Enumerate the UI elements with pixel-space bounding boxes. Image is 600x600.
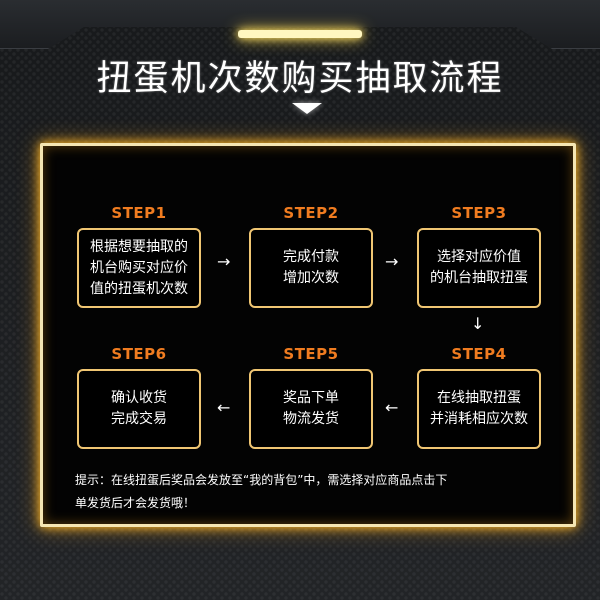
step-text-line: 根据想要抽取的 xyxy=(90,238,188,255)
step-label: STEP3 xyxy=(451,204,507,222)
step-2: STEP2 完成付款 增加次数 xyxy=(249,204,373,308)
step-text-line: 奖品下单 xyxy=(283,390,339,406)
down-triangle-icon xyxy=(292,103,322,114)
step-label: STEP6 xyxy=(111,345,167,363)
step-box: 在线抽取扭蛋 并消耗相应次数 xyxy=(417,369,541,449)
step-5: STEP5 奖品下单 物流发货 xyxy=(249,345,373,449)
page-title: 扭蛋机次数购买抽取流程 xyxy=(96,59,504,99)
step-label: STEP5 xyxy=(283,345,339,363)
tip-line: 提示：在线扭蛋后奖品会发放至“我的背包”中，需选择对应商品点击下 xyxy=(75,473,448,487)
arrow-left-icon: ← xyxy=(217,398,231,417)
step-text-line: 的机台抽取扭蛋 xyxy=(430,270,528,286)
step-text-line: 并消耗相应次数 xyxy=(430,411,528,427)
arrow-down-icon: ↓ xyxy=(471,314,485,333)
step-text-line: 在线抽取扭蛋 xyxy=(437,390,521,406)
step-box: 根据想要抽取的 机台购买对应价 值的扭蛋机次数 xyxy=(77,228,201,308)
process-panel: STEP1 根据想要抽取的 机台购买对应价 值的扭蛋机次数 → STEP2 完成… xyxy=(40,143,576,527)
step-box: 选择对应价值 的机台抽取扭蛋 xyxy=(417,228,541,308)
step-text-line: 机台购买对应价 xyxy=(90,259,188,276)
tip-line: 单发货后才会发货哦！ xyxy=(75,496,196,510)
step-box: 确认收货 完成交易 xyxy=(77,369,201,449)
arrow-left-icon: ← xyxy=(385,398,399,417)
step-text-line: 增加次数 xyxy=(283,270,339,286)
neon-top-bar xyxy=(238,30,362,38)
step-text-line: 值的扭蛋机次数 xyxy=(90,280,188,297)
step-label: STEP2 xyxy=(283,204,339,222)
step-3: STEP3 选择对应价值 的机台抽取扭蛋 xyxy=(417,204,541,308)
arrow-right-icon: → xyxy=(385,252,399,271)
step-1: STEP1 根据想要抽取的 机台购买对应价 值的扭蛋机次数 xyxy=(77,204,201,308)
step-text-line: 确认收货 xyxy=(111,390,167,406)
top-frame xyxy=(0,0,600,49)
tip-text: 提示：在线扭蛋后奖品会发放至“我的背包”中，需选择对应商品点击下 单发货后才会发… xyxy=(75,469,560,515)
step-label: STEP4 xyxy=(451,345,507,363)
step-text-line: 选择对应价值 xyxy=(437,249,521,265)
step-text-line: 完成付款 xyxy=(283,249,339,265)
step-box: 奖品下单 物流发货 xyxy=(249,369,373,449)
step-text-line: 完成交易 xyxy=(111,411,167,427)
arrow-right-icon: → xyxy=(217,252,231,271)
step-label: STEP1 xyxy=(111,204,167,222)
step-6: STEP6 确认收货 完成交易 xyxy=(77,345,201,449)
step-box: 完成付款 增加次数 xyxy=(249,228,373,308)
step-4: STEP4 在线抽取扭蛋 并消耗相应次数 xyxy=(417,345,541,449)
step-text-line: 物流发货 xyxy=(283,411,339,427)
